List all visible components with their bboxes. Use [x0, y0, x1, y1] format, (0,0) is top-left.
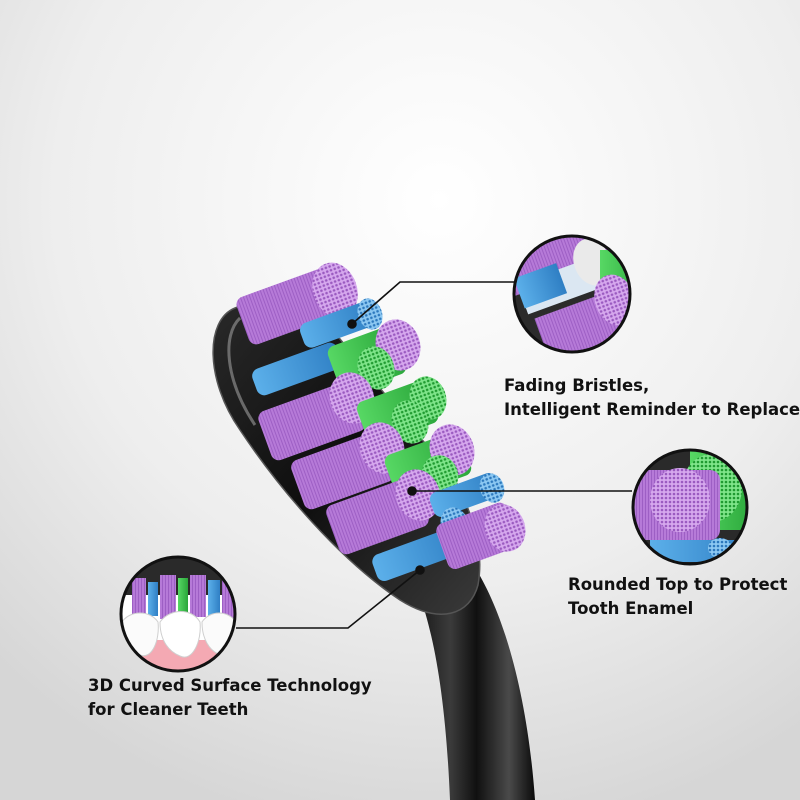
bristle-tufts: [236, 262, 526, 581]
teeth-callout: [119, 555, 237, 673]
rounded-top-caption: Rounded Top to Protect Tooth Enamel: [568, 573, 787, 621]
caption-line: Tooth Enamel: [568, 599, 694, 618]
caption-line: 3D Curved Surface Technology: [88, 676, 372, 695]
toothbrush-head-illustration: [212, 262, 535, 800]
caption-line: Intelligent Reminder to Replace: [504, 400, 800, 419]
callout-lines: [236, 281, 632, 629]
rounded-top-callout: [631, 448, 749, 566]
fading-bristles-caption: Fading Bristles, Intelligent Reminder to…: [504, 374, 800, 422]
curved-surface-caption: 3D Curved Surface Technology for Cleaner…: [88, 674, 372, 722]
caption-line: for Cleaner Teeth: [88, 700, 249, 719]
caption-line: Rounded Top to Protect: [568, 575, 788, 594]
toothbrush-handle: [405, 560, 535, 800]
fading-bristles-callout: [512, 234, 632, 354]
caption-line: Fading Bristles,: [504, 376, 650, 395]
